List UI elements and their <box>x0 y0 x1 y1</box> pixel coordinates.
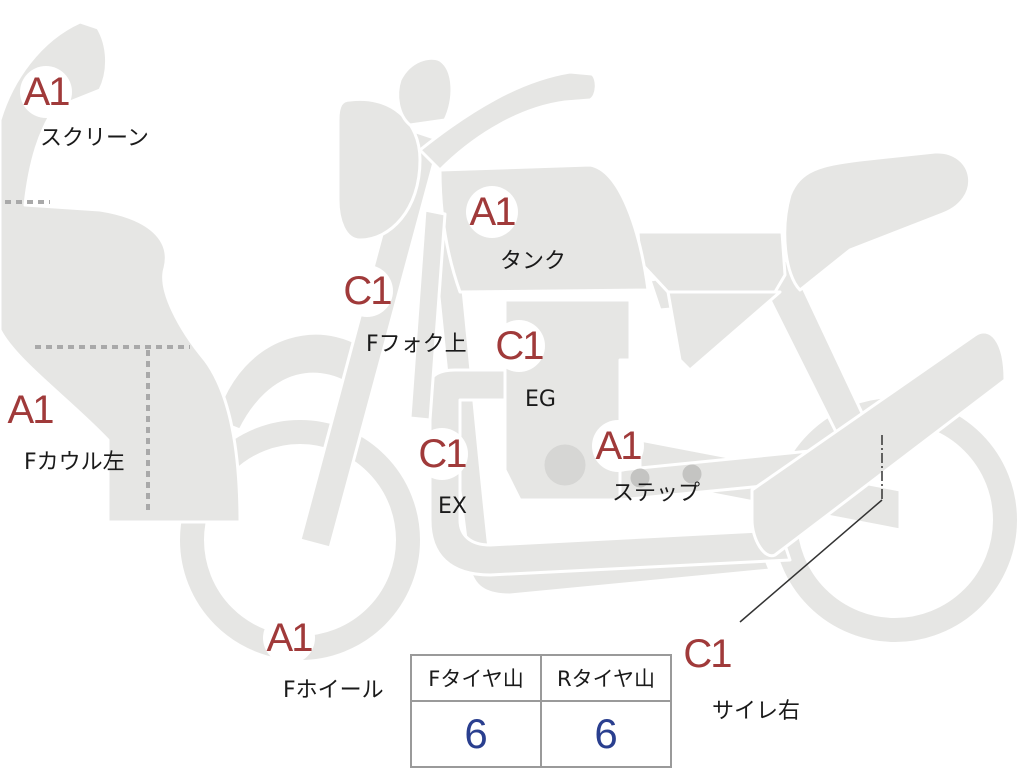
screen-label: スクリーン <box>40 126 149 151</box>
step-label: ステップ <box>612 481 701 506</box>
engine-grade: C1 <box>493 320 545 372</box>
front-cowl-left-label: Fカウル左 <box>24 450 125 475</box>
screen-grade: A1 <box>20 66 72 118</box>
muffler <box>750 330 1007 558</box>
front-cowl-left-grade: A1 <box>4 384 56 436</box>
rear-tire-value: 6 <box>540 700 672 768</box>
exhaust-label: EX <box>438 494 467 519</box>
step-grade: A1 <box>592 420 644 472</box>
tire-tread-table: Fタイヤ山 Rタイヤ山 6 6 <box>410 654 672 768</box>
silencer-right-grade: C1 <box>681 628 733 680</box>
front-tire-header: Fタイヤ山 <box>410 654 542 702</box>
tank-label: タンク <box>500 249 567 274</box>
front-wheel-grade: A1 <box>263 612 315 664</box>
fork-leg-rear <box>408 208 447 422</box>
seat-front <box>636 230 787 294</box>
tank-grade: A1 <box>466 186 518 238</box>
engine-cover <box>544 444 586 486</box>
cowl <box>0 20 242 524</box>
front-fork-upper-grade: C1 <box>341 265 393 317</box>
fork-leg-front <box>298 128 442 550</box>
rear-tire-header: Rタイヤ山 <box>540 654 672 702</box>
front-wheel-label: Fホイール <box>283 678 384 703</box>
exhaust-grade: C1 <box>416 428 468 480</box>
side-cover <box>666 290 782 372</box>
mirror <box>396 56 454 127</box>
handlebar <box>418 70 598 172</box>
exhaust-pipe <box>428 368 792 577</box>
engine-label: EG <box>525 387 556 412</box>
silencer-right-label: サイレ右 <box>712 699 801 724</box>
rear-seat <box>783 150 971 292</box>
front-fork-upper-label: Fフォク上 <box>366 332 467 357</box>
front-tire-value: 6 <box>410 700 542 768</box>
